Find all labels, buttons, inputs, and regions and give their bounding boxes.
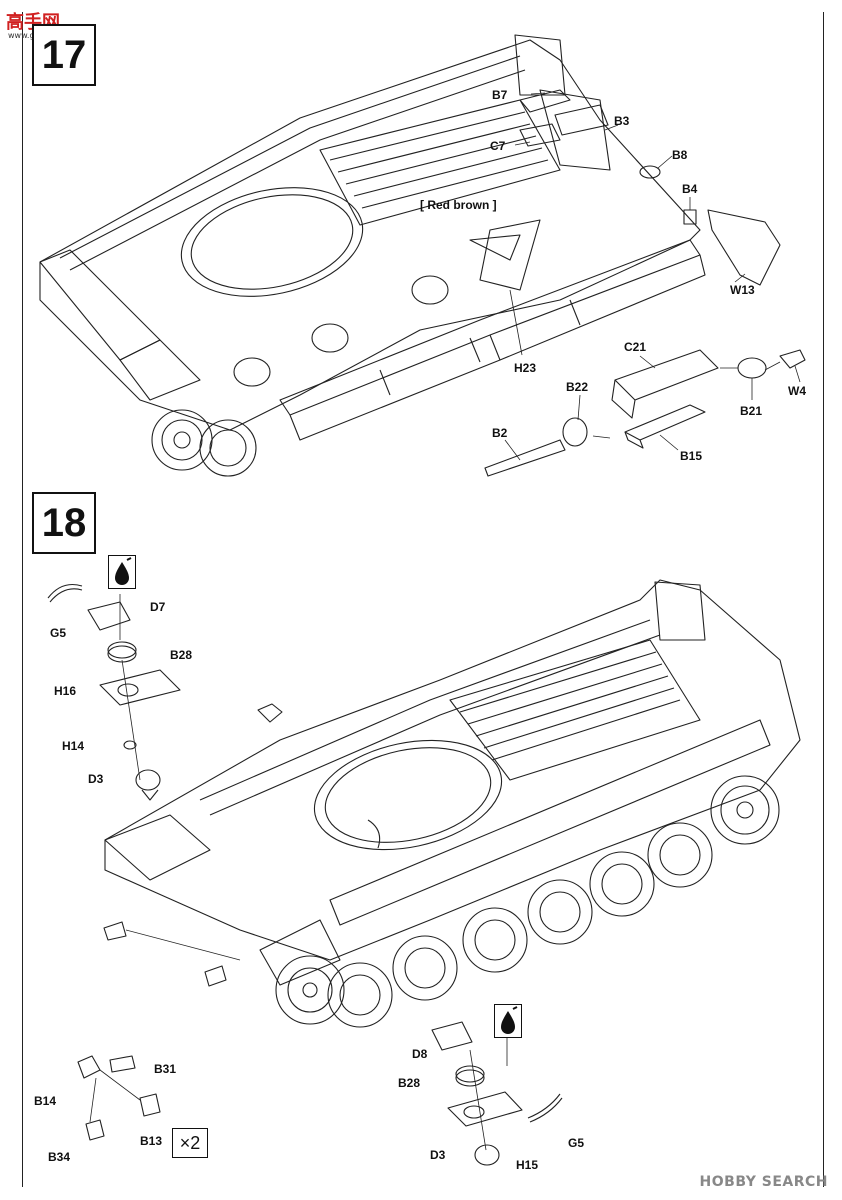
part-label: H16 bbox=[54, 684, 77, 698]
part-label: C7 bbox=[490, 139, 506, 153]
part-label: W13 bbox=[730, 283, 755, 297]
step-17-number: 17 bbox=[32, 24, 96, 86]
part-label: D3 bbox=[430, 1148, 446, 1162]
step-18-parts-upper bbox=[47, 583, 181, 801]
part-label: B21 bbox=[740, 404, 763, 418]
part-label: D8 bbox=[412, 1047, 428, 1061]
step-18-hull-drawing bbox=[104, 579, 801, 1028]
paint-drop-icon bbox=[108, 555, 136, 589]
part-label: B7 bbox=[492, 88, 508, 102]
part-label: B4 bbox=[682, 182, 698, 196]
step-18-parts-brackets bbox=[77, 921, 241, 1141]
part-label: B28 bbox=[398, 1076, 421, 1090]
part-label: B31 bbox=[154, 1062, 177, 1076]
part-label: B3 bbox=[614, 114, 630, 128]
paint-drop-icon bbox=[494, 1004, 522, 1038]
paint-callout-red-brown: [ Red brown ] bbox=[420, 198, 497, 212]
step-17-hull-drawing bbox=[39, 34, 706, 477]
part-label: H15 bbox=[516, 1158, 539, 1172]
part-label: C21 bbox=[624, 340, 647, 354]
part-label: B13 bbox=[140, 1134, 163, 1148]
part-label: B8 bbox=[672, 148, 688, 162]
step-18-number: 18 bbox=[32, 492, 96, 554]
part-label: B15 bbox=[680, 449, 703, 463]
part-label: B22 bbox=[566, 380, 589, 394]
hobby-search-watermark: HOBBY SEARCH bbox=[699, 1174, 828, 1190]
part-label: D3 bbox=[88, 772, 104, 786]
part-label: B14 bbox=[34, 1094, 57, 1108]
part-label: B2 bbox=[492, 426, 508, 440]
part-label: D7 bbox=[150, 600, 166, 614]
part-label: G5 bbox=[50, 626, 67, 640]
part-label: H14 bbox=[62, 739, 85, 753]
step-18-parts-lower bbox=[431, 1021, 563, 1166]
step-17-parts bbox=[484, 89, 806, 477]
quantity-multiplier: ×2 bbox=[172, 1128, 208, 1158]
part-label: B34 bbox=[48, 1150, 71, 1164]
part-label: G5 bbox=[568, 1136, 585, 1150]
part-label: W4 bbox=[788, 384, 806, 398]
part-label: B28 bbox=[170, 648, 193, 662]
part-label: H23 bbox=[514, 361, 537, 375]
page-frame bbox=[22, 12, 824, 1187]
